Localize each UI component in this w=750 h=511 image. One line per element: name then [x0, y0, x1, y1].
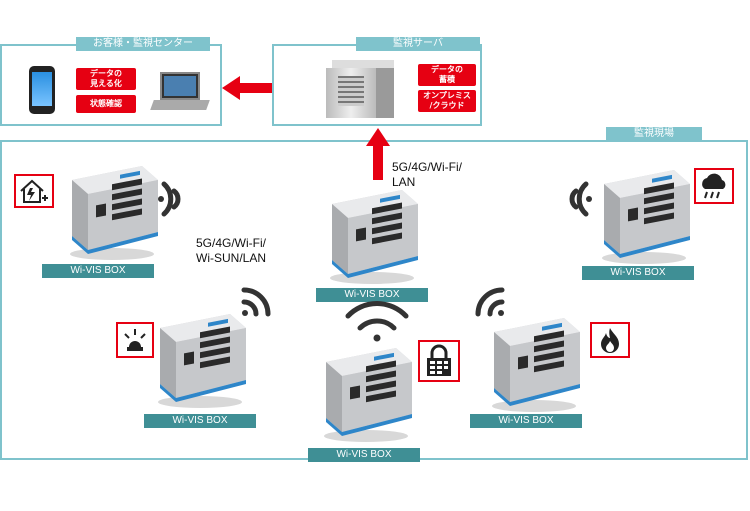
- device-label: Wi-VIS BOX: [144, 414, 256, 428]
- device-label: Wi-VIS BOX: [582, 266, 694, 280]
- lock-icon: [418, 340, 460, 382]
- comm-label-top: 5G/4G/Wi-Fi/ LAN: [392, 160, 463, 189]
- server-rack-icon: [326, 60, 396, 120]
- alarm-light-icon: [116, 322, 154, 358]
- comm-label-left: 5G/4G/Wi-Fi/ Wi-SUN/LAN: [196, 236, 267, 265]
- wi-vis-box-device: [150, 310, 250, 414]
- device-label: Wi-VIS BOX: [308, 448, 420, 462]
- smartphone-icon: [29, 66, 55, 114]
- device-label: Wi-VIS BOX: [316, 288, 428, 302]
- wifi-icon: [158, 181, 181, 217]
- status-check-badge: 状態確認: [76, 95, 136, 113]
- fire-icon: [590, 322, 630, 358]
- wi-vis-box-device: [594, 166, 694, 270]
- wifi-icon: [475, 287, 505, 317]
- wi-vis-box-device: [316, 344, 416, 448]
- rain-cloud-icon: [694, 168, 734, 204]
- wifi-icon: [345, 301, 409, 342]
- device-label: Wi-VIS BOX: [42, 264, 154, 278]
- wifi-icon: [569, 181, 592, 217]
- wi-vis-box-device: [322, 186, 422, 290]
- house-power-icon: [14, 174, 54, 208]
- wi-vis-box-device: [62, 162, 162, 266]
- device-label: Wi-VIS BOX: [470, 414, 582, 428]
- server-title: 監視サーバ: [356, 37, 480, 51]
- arrow-to-center-icon: [222, 76, 274, 100]
- arrow-to-server-icon: [366, 128, 390, 180]
- onpremise-cloud-badge: オンプレミス /クラウド: [418, 90, 476, 112]
- site-title: 監視現場: [606, 127, 702, 141]
- data-storage-badge: データの 蓄積: [418, 64, 476, 86]
- laptop-icon: [150, 72, 210, 116]
- wi-vis-box-device: [484, 314, 584, 418]
- wifi-icon: [241, 287, 271, 317]
- customer-center-title: お客様・監視センター: [76, 37, 210, 51]
- visualization-badge: データの 見える化: [76, 68, 136, 90]
